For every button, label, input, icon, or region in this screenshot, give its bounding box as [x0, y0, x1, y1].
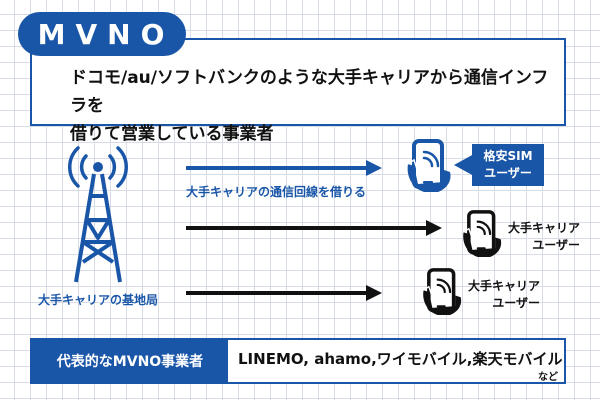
- smartphone-hand-icon-blue: [407, 139, 451, 192]
- smartphone-hand-icon-2: [423, 268, 462, 315]
- cell-tower-icon: [68, 146, 128, 283]
- blue-arrow: [186, 160, 382, 176]
- carrier-user-label-1-line-2: ユーザー: [532, 238, 581, 252]
- black-arrow-1: [186, 220, 442, 236]
- carrier-user-label-2: 大手キャリア ユーザー: [468, 278, 540, 312]
- mvno-user-label: 格安SIM ユーザー: [472, 144, 544, 186]
- carrier-user-label-1-line-1: 大手キャリア: [508, 221, 581, 235]
- examples-value: LINEMO, ahamo,ワイモバイル,楽天モバイル: [238, 350, 563, 368]
- title-text: MVNO: [37, 17, 175, 51]
- label-pointer: [454, 154, 474, 176]
- black-arrow-2: [186, 285, 382, 301]
- arrow-caption: 大手キャリアの通信回線を借りる: [186, 185, 367, 199]
- smartphone-hand-icon-1: [463, 210, 502, 257]
- definition-line-1: ドコモ/au/ソフトバンクのような大手キャリアから通信インフラを: [70, 68, 549, 116]
- carrier-user-label-1: 大手キャリア ユーザー: [508, 220, 580, 254]
- carrier-user-label-2-line-2: ユーザー: [492, 296, 541, 310]
- mvno-user-label-line-1: 格安SIM: [483, 149, 533, 163]
- definition-line-2: 借りて営業している事業者: [70, 124, 274, 144]
- examples-label: 代表的なMVNO事業者: [32, 340, 228, 382]
- tower-caption: 大手キャリアの基地局: [37, 293, 158, 307]
- mvno-user-label-line-2: ユーザー: [484, 166, 532, 180]
- carrier-user-label-2-line-1: 大手キャリア: [468, 279, 541, 293]
- definition-box: ドコモ/au/ソフトバンクのような大手キャリアから通信インフラを 借りて営業して…: [30, 38, 566, 144]
- title-pill: MVNO: [18, 12, 186, 56]
- examples-suffix: など: [538, 372, 558, 383]
